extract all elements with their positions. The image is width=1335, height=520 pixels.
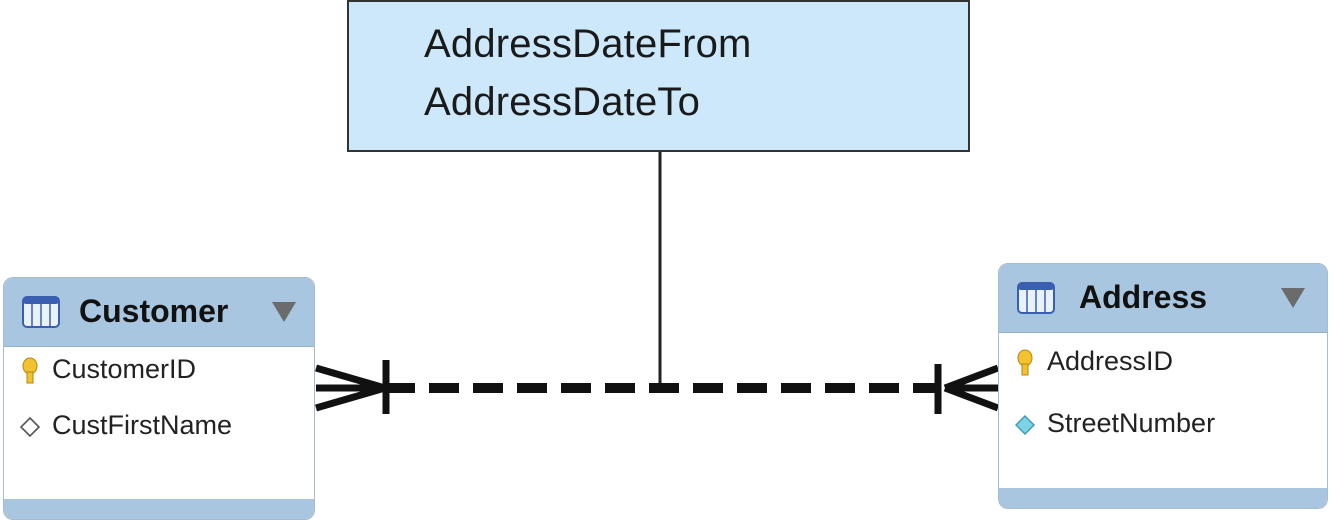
- table-icon: [22, 296, 60, 328]
- entity-header[interactable]: Address: [999, 264, 1327, 333]
- diamond-outline-icon: [19, 416, 41, 438]
- attribute-date-from: AddressDateFrom: [424, 22, 752, 66]
- entity-header[interactable]: Customer: [4, 278, 314, 347]
- key-icon: [22, 357, 38, 384]
- column-name: StreetNumber: [1047, 408, 1216, 438]
- entity-address[interactable]: Address AddressID StreetNumber: [998, 263, 1328, 509]
- column-name: AddressID: [1047, 346, 1174, 376]
- table-icon: [1017, 282, 1055, 314]
- entity-title: Address: [1079, 279, 1208, 315]
- entity-footer: [4, 499, 314, 519]
- column-name: CustFirstName: [52, 410, 233, 440]
- collapse-triangle-icon[interactable]: [272, 302, 296, 322]
- entity-footer: [999, 488, 1327, 508]
- column-name: CustomerID: [52, 354, 197, 384]
- diamond-filled-icon: [1015, 415, 1035, 435]
- entity-title: Customer: [79, 293, 229, 329]
- attribute-date-to: AddressDateTo: [424, 80, 701, 124]
- key-icon: [1017, 349, 1033, 376]
- crows-foot-customer: [315, 360, 390, 414]
- relationship-attribute-box: AddressDateFrom AddressDateTo: [347, 0, 970, 152]
- crows-foot-address: [934, 364, 1000, 414]
- collapse-triangle-icon[interactable]: [1281, 288, 1305, 308]
- entity-customer[interactable]: Customer CustomerID CustFirstName: [3, 277, 315, 520]
